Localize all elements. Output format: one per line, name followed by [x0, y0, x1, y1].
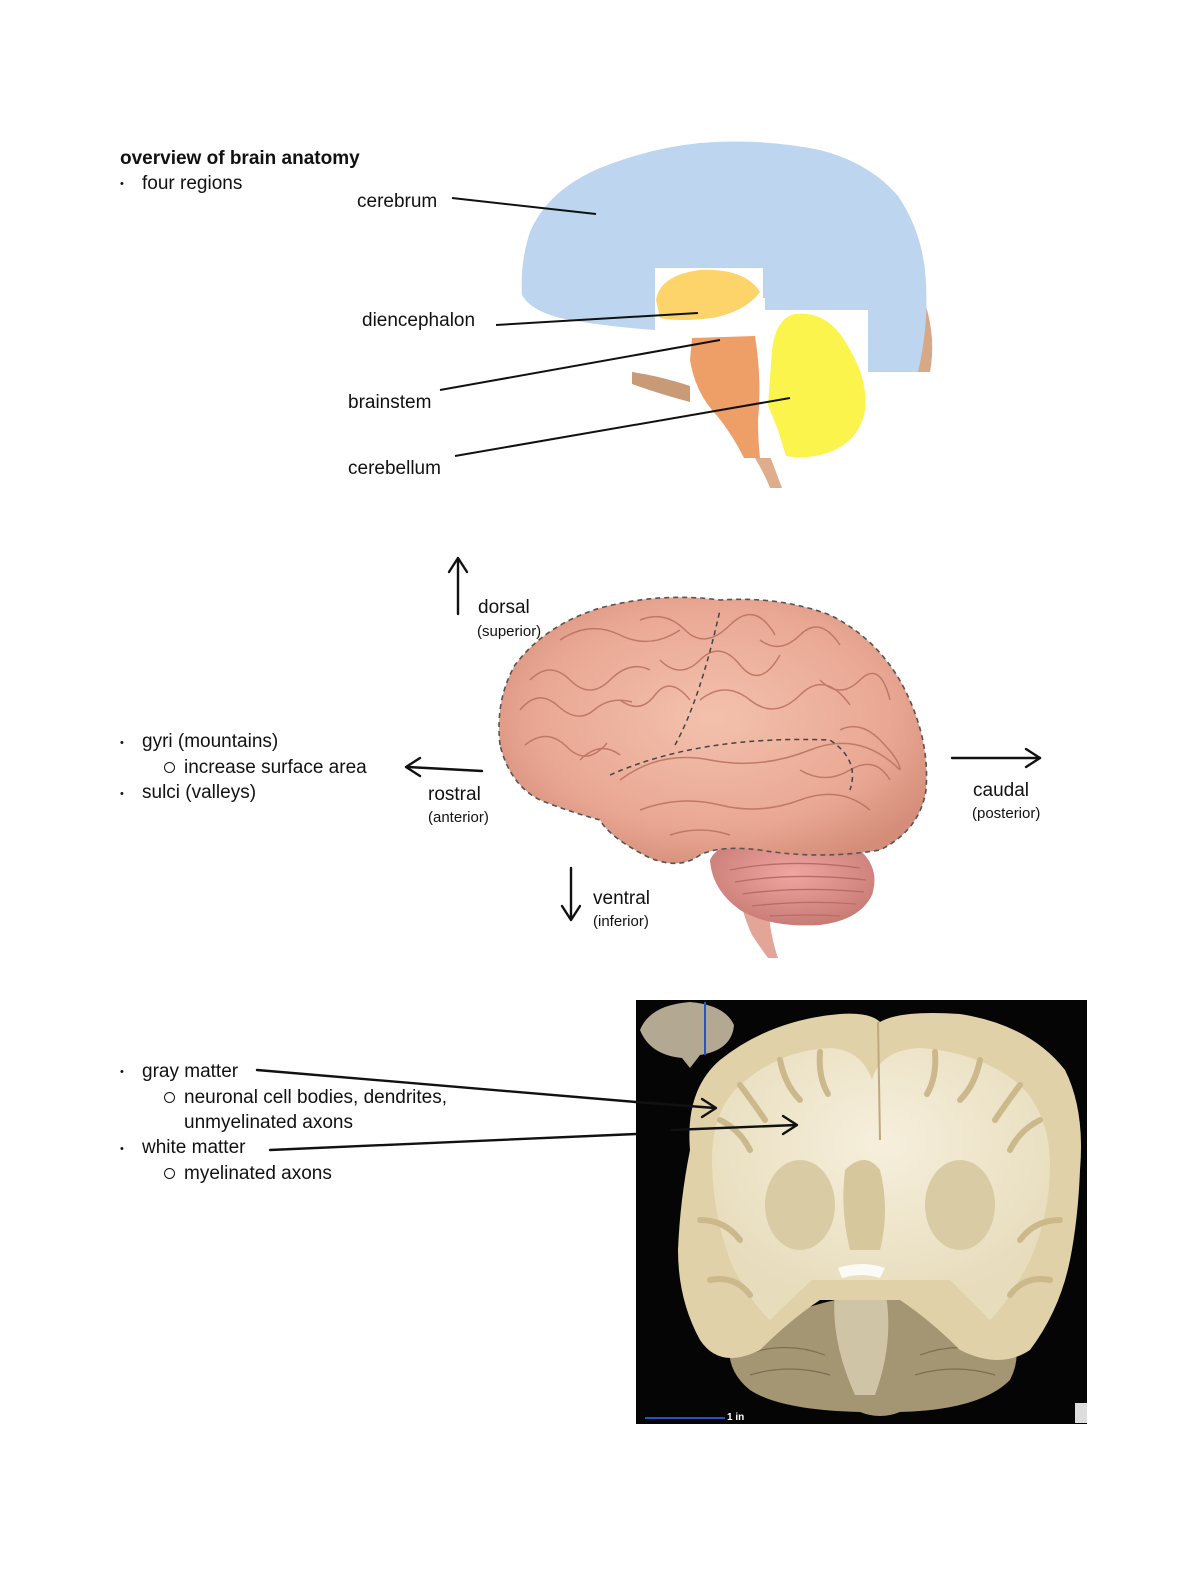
label-ventral-inferior: (inferior) [593, 913, 649, 930]
label-rostral: rostral [428, 784, 481, 805]
bullet-dot: • [120, 1066, 124, 1078]
label-cerebrum: cerebrum [357, 191, 438, 212]
sub-bullet-circle [164, 1092, 175, 1103]
sub-bullet-circle [164, 762, 175, 773]
sub-bullet-surface-area: increase surface area [184, 757, 367, 778]
bullet-dot: • [120, 788, 124, 800]
sub-bullet-gray-1: neuronal cell bodies, dendrites, [184, 1087, 448, 1108]
label-diencephalon: diencephalon [362, 310, 476, 331]
sub-bullet-white: myelinated axons [184, 1163, 332, 1184]
bullet-white-matter: white matter [142, 1137, 246, 1158]
scale-bar-label: 1 in [727, 1412, 745, 1423]
bullet-four-regions: four regions [142, 173, 243, 194]
label-cerebellum: cerebellum [348, 458, 441, 479]
bullet-dot: • [120, 178, 124, 190]
page-title: overview of brain anatomy [120, 148, 360, 169]
bullet-dot: • [120, 737, 124, 749]
bullet-sulci: sulci (valleys) [142, 782, 257, 803]
label-caudal-posterior: (posterior) [972, 805, 1041, 822]
sub-bullet-gray-2: unmyelinated axons [184, 1112, 353, 1133]
bullet-dot: • [120, 1143, 124, 1155]
sub-bullet-circle [164, 1168, 175, 1179]
label-ventral: ventral [593, 888, 651, 909]
label-caudal: caudal [973, 780, 1029, 801]
label-brainstem: brainstem [348, 392, 432, 413]
label-rostral-anterior: (anterior) [428, 809, 489, 826]
label-dorsal: dorsal [478, 597, 530, 618]
label-dorsal-superior: (superior) [477, 623, 542, 640]
bullet-gray-matter: gray matter [142, 1061, 239, 1082]
bullet-gyri: gyri (mountains) [142, 731, 279, 752]
